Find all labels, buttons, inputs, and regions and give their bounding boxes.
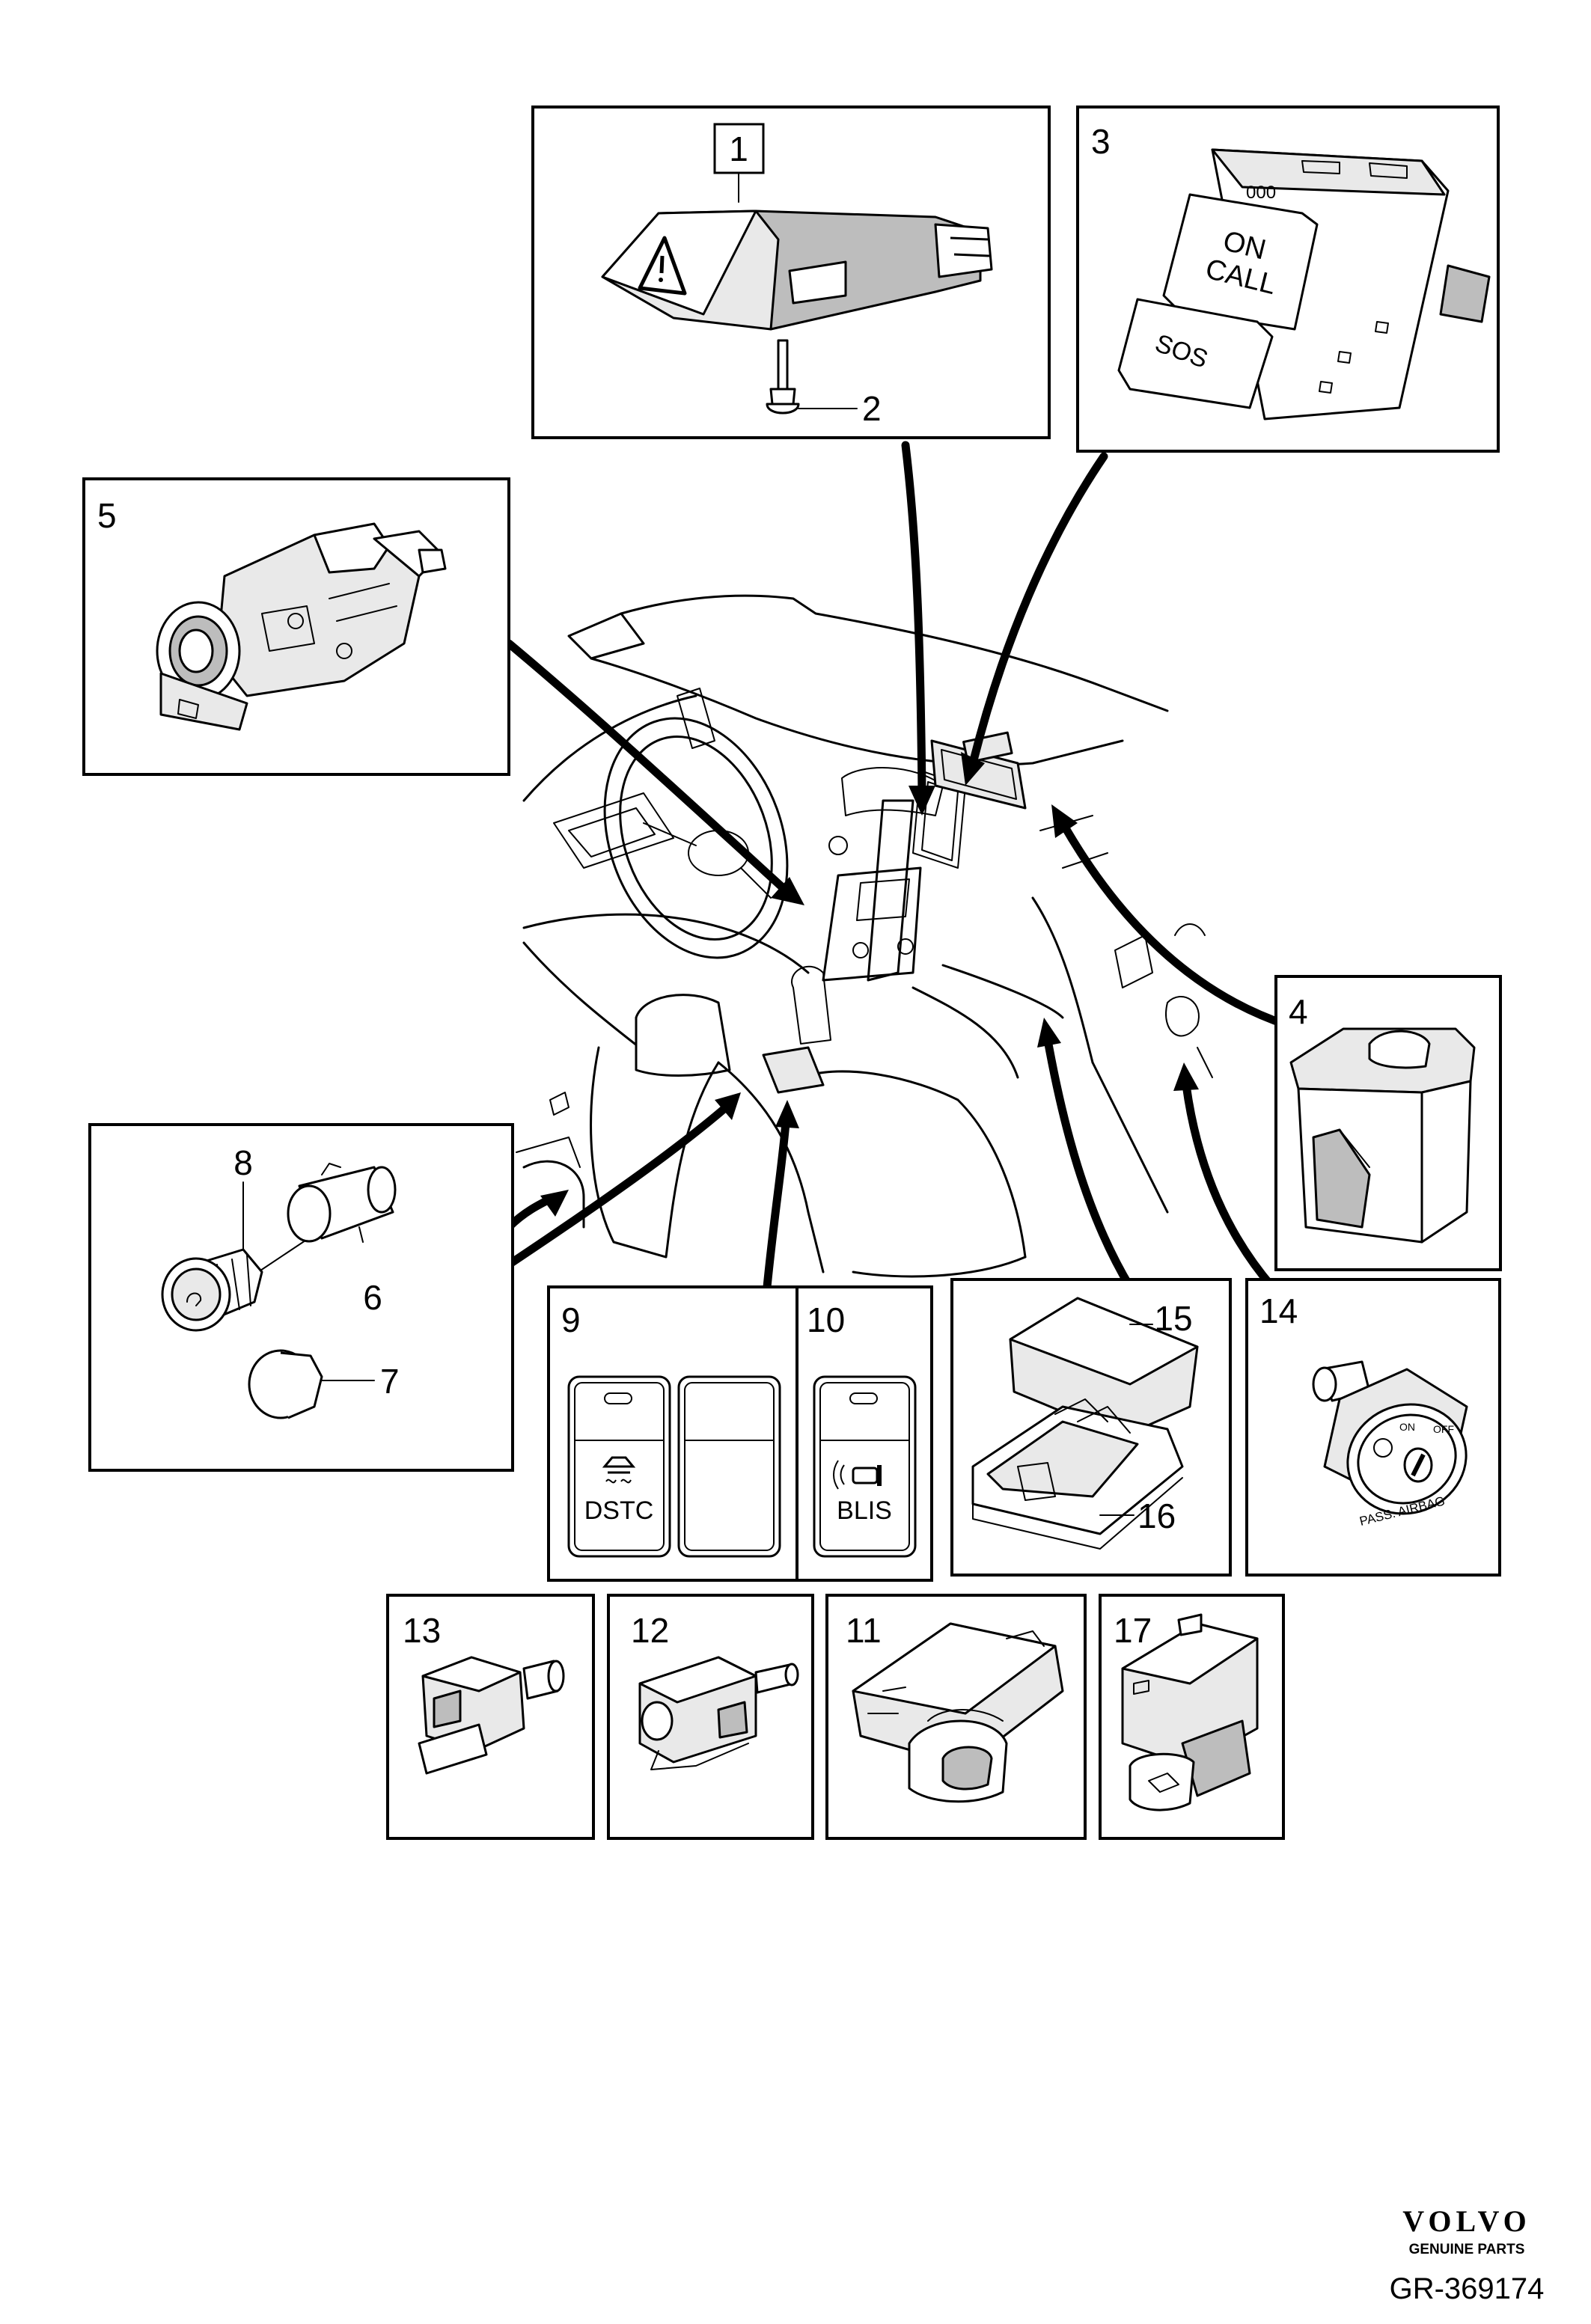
label-10: 10 [807, 1300, 845, 1339]
label-4: 4 [1289, 992, 1308, 1031]
panel-on-call-sos: 3 000 ON CALL SOS [1076, 106, 1500, 453]
dstc-label: DSTC [584, 1496, 654, 1525]
brand-tagline: GENUINE PARTS [1409, 2242, 1525, 2257]
airbag-on-label: ON [1399, 1421, 1415, 1433]
panel-blis-switch: 10 BLIS [796, 1285, 933, 1582]
panel-sensor-12: 12 [607, 1594, 814, 1840]
panel-switch-17: 17 [1099, 1594, 1285, 1840]
panel-socket: 8 6 7 [88, 1123, 514, 1472]
label-9: 9 [561, 1300, 581, 1339]
label-13: 13 [403, 1611, 441, 1650]
panel-ignition-switch: 5 [82, 477, 510, 776]
label-11: 11 [846, 1611, 882, 1650]
label-12: 12 [631, 1611, 669, 1650]
label-16: 16 [1137, 1496, 1176, 1535]
panel-hazard-switch: 1 2 [531, 106, 1051, 439]
panel-dstc-switch: 9 DSTC [547, 1285, 798, 1582]
label-2: 2 [862, 389, 882, 428]
panel-button-11: 11 [825, 1594, 1087, 1840]
footer: VOLVO GENUINE PARTS GR-369174 [1390, 2204, 1545, 2305]
panel-sensor-13: 13 [386, 1594, 595, 1840]
stability-control-icon [602, 1456, 636, 1474]
label-7: 7 [380, 1362, 400, 1401]
key-slot-icon [1411, 1453, 1426, 1477]
counter-text: 000 [1246, 183, 1276, 203]
panel-switch-4: 4 [1274, 975, 1502, 1271]
label-6: 6 [363, 1278, 382, 1317]
label-1: 1 [729, 129, 748, 168]
label-5: 5 [97, 496, 117, 535]
label-3: 3 [1091, 122, 1111, 161]
brand-logo: VOLVO [1402, 2204, 1530, 2238]
hazard-triangle-icon [638, 236, 687, 296]
blind-spot-icon [833, 1460, 882, 1490]
dashboard-illustration [516, 594, 1213, 1278]
label-8: 8 [233, 1143, 253, 1182]
arrowheads [540, 752, 1199, 1217]
panel-control-unit: 15 16 [950, 1278, 1232, 1577]
blis-label: BLIS [837, 1496, 892, 1525]
label-14: 14 [1259, 1291, 1298, 1330]
callout-arrows [504, 441, 1292, 1291]
airbag-off-label: OFF [1433, 1423, 1454, 1435]
label-17: 17 [1114, 1611, 1152, 1650]
reference-number: GR-369174 [1390, 2272, 1545, 2305]
panel-airbag-switch: 14 ON OFF PASS. AIRBAG [1245, 1278, 1501, 1577]
